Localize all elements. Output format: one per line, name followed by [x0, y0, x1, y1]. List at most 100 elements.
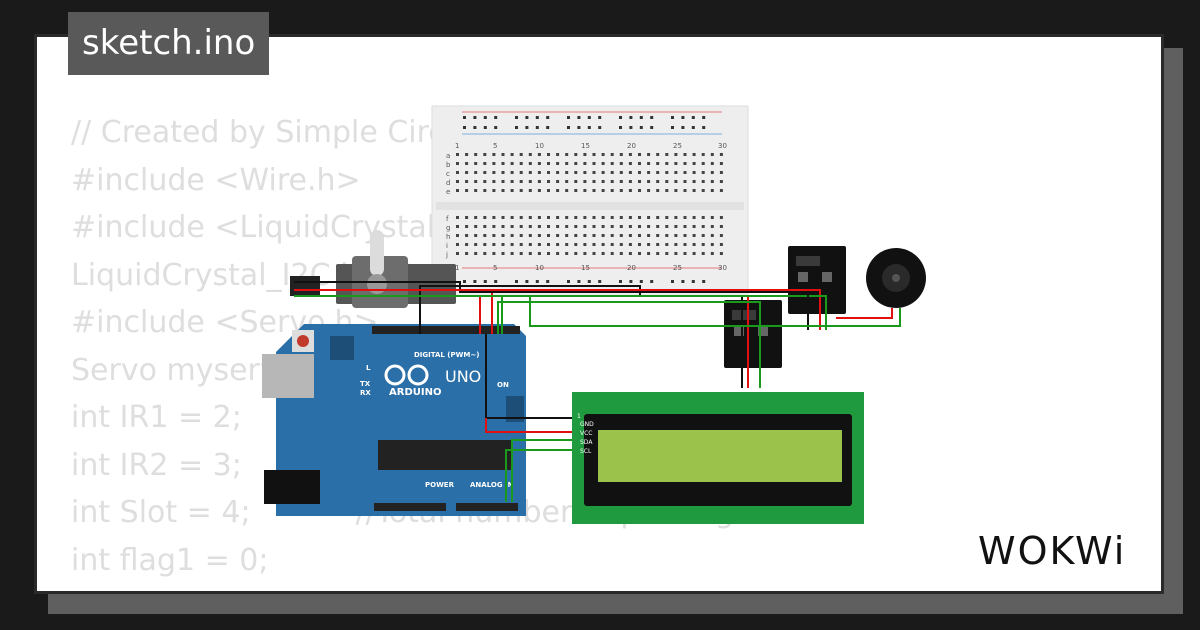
- bb-hole: [647, 234, 651, 237]
- bb-hole: [601, 216, 605, 219]
- bb-hole: [583, 153, 587, 156]
- bb-hole: [592, 225, 596, 228]
- bb-hole: [510, 225, 514, 228]
- bb-hole: [628, 216, 632, 219]
- atmega-chip: [378, 440, 512, 470]
- bb-row-label: b: [446, 161, 451, 169]
- bb-hole: [537, 252, 541, 255]
- bb-hole: [701, 180, 705, 183]
- bb-hole: [519, 243, 523, 246]
- lcd-screen: [598, 430, 842, 482]
- bb-hole: [601, 252, 605, 255]
- bb-rail-hole: [650, 116, 654, 119]
- bb-hole: [601, 189, 605, 192]
- bb-col-label: 5: [493, 264, 497, 272]
- bb-hole: [656, 243, 660, 246]
- bb-hole: [638, 162, 641, 165]
- bb-rail-hole: [567, 280, 570, 283]
- bb-hole: [510, 189, 514, 192]
- digital-header: [372, 326, 520, 334]
- bb-hole: [701, 243, 705, 246]
- bb-hole: [565, 225, 569, 228]
- bb-hole: [610, 252, 614, 255]
- bb-hole: [683, 153, 687, 156]
- bb-hole: [465, 252, 469, 255]
- bb-hole: [547, 243, 550, 246]
- bb-hole: [456, 225, 459, 228]
- bb-hole: [628, 252, 632, 255]
- bb-rail-hole: [535, 280, 539, 283]
- bb-hole: [456, 171, 459, 174]
- bb-hole: [683, 189, 687, 192]
- tx-label: TX: [360, 380, 371, 388]
- bb-rail-hole: [639, 126, 643, 129]
- bb-col-label: 1: [455, 142, 459, 150]
- lcd-pin-label: VCC: [580, 430, 592, 437]
- bb-hole: [565, 234, 569, 237]
- bb-hole: [474, 162, 478, 165]
- ir-sensor-2[interactable]: [724, 300, 782, 368]
- bb-hole: [647, 189, 651, 192]
- bb-hole: [710, 153, 714, 156]
- bb-hole: [610, 162, 614, 165]
- bb-rail-hole: [577, 116, 581, 119]
- bb-hole: [683, 243, 687, 246]
- bb-hole: [674, 180, 678, 183]
- bb-rail-hole: [483, 126, 487, 129]
- bb-hole: [628, 189, 632, 192]
- svg-text:1: 1: [577, 413, 581, 420]
- bb-hole: [610, 153, 614, 156]
- bb-hole: [492, 216, 496, 219]
- bb-hole: [574, 162, 578, 165]
- bb-hole: [547, 189, 550, 192]
- bb-rail-hole: [639, 116, 643, 119]
- code-line: int flag1 = 0;: [71, 542, 269, 578]
- bb-hole: [556, 171, 560, 174]
- bb-hole: [701, 162, 705, 165]
- bb-hole: [483, 189, 487, 192]
- bb-hole: [683, 216, 687, 219]
- bb-hole: [592, 162, 596, 165]
- bb-hole: [456, 243, 459, 246]
- bb-hole: [710, 162, 714, 165]
- power-jack: [264, 470, 320, 504]
- analog-label: ANALOG IN: [470, 481, 514, 489]
- bb-hole: [474, 171, 478, 174]
- bb-rail-hole: [587, 280, 591, 283]
- ir-sensor-1[interactable]: [788, 246, 846, 314]
- bb-hole: [719, 252, 723, 255]
- bb-hole: [537, 180, 541, 183]
- bb-hole: [574, 153, 578, 156]
- bb-hole: [656, 162, 660, 165]
- bb-hole: [556, 180, 560, 183]
- arduino-uno-board[interactable]: DIGITAL (PWM~) ARDUINO UNO ON L TX RX PO…: [262, 324, 526, 516]
- bb-rail-hole: [629, 280, 633, 283]
- bb-hole: [628, 162, 632, 165]
- bb-row-label: g: [446, 224, 450, 232]
- file-tab[interactable]: sketch.ino: [68, 12, 270, 75]
- bb-hole: [483, 153, 487, 156]
- lcd-16x2-display[interactable]: 1 GND VCC SDA SCL: [572, 392, 864, 524]
- bb-hole: [719, 234, 723, 237]
- bb-hole: [510, 252, 514, 255]
- bb-hole: [683, 252, 687, 255]
- bb-hole: [528, 162, 532, 165]
- bb-hole: [683, 225, 687, 228]
- bb-hole: [547, 234, 550, 237]
- bb-hole: [647, 162, 651, 165]
- bb-hole: [701, 234, 705, 237]
- bb-hole: [619, 225, 623, 228]
- bb-hole: [574, 252, 578, 255]
- bb-hole: [601, 180, 605, 183]
- bb-hole: [683, 234, 687, 237]
- bb-hole: [583, 162, 587, 165]
- bb-hole: [656, 252, 660, 255]
- bb-rail-hole: [546, 280, 550, 283]
- bb-hole: [501, 252, 505, 255]
- bb-hole: [665, 153, 669, 156]
- bb-hole: [528, 234, 532, 237]
- bb-hole: [674, 153, 678, 156]
- bb-hole: [719, 153, 723, 156]
- buzzer[interactable]: [866, 248, 926, 308]
- bb-hole: [683, 180, 687, 183]
